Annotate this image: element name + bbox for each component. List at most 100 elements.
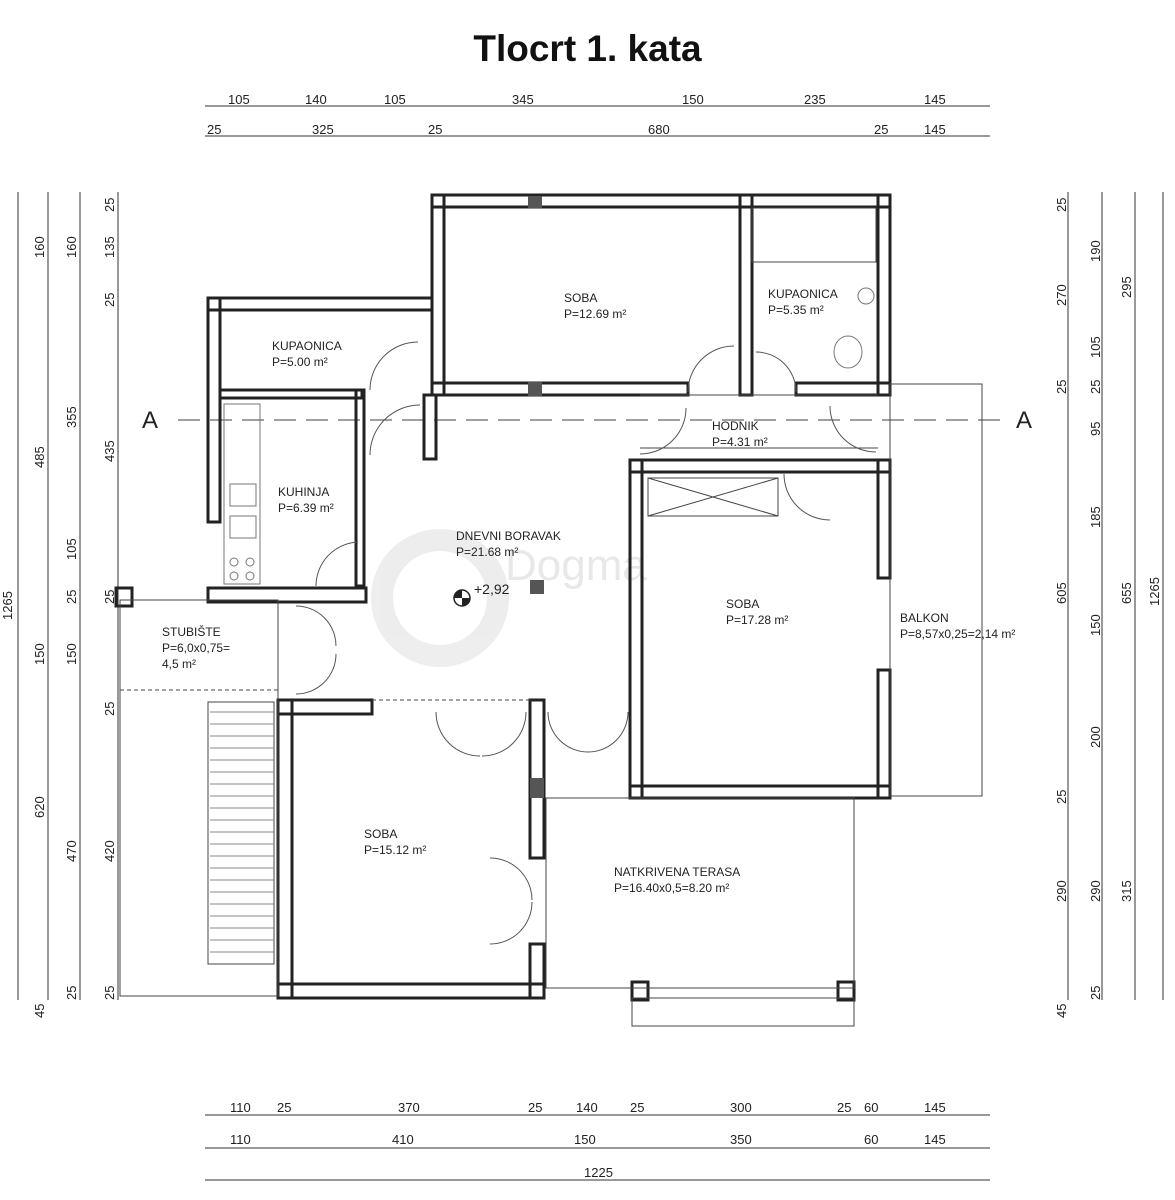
dim-bottom-1-g: 300 — [730, 1100, 752, 1115]
room-kupaonica-right-name: KUPAONICA — [768, 287, 838, 301]
section-mark-right: A — [1016, 407, 1032, 434]
room-dnevni-boravak-area: P=21.68 m² — [456, 545, 518, 559]
room-terasa-area: P=16.40x0,5=8.20 m² — [614, 881, 729, 895]
dim-bottom-1-f: 25 — [630, 1100, 644, 1115]
room-kupaonica-left-name: KUPAONICA — [272, 339, 342, 353]
dim-bottom-2-a: 110 — [230, 1132, 251, 1147]
room-terasa-name: NATKRIVENA TERASA — [614, 865, 740, 879]
room-stubiste-area-result: 4,5 m² — [162, 657, 196, 671]
room-soba-bottom-name: SOBA — [364, 827, 397, 841]
dim-left-2-c: 150 — [32, 643, 47, 665]
dim-top-1-a: 105 — [228, 92, 250, 107]
room-balkon-name: BALKON — [900, 611, 949, 625]
dim-left-3-b: 355 — [64, 406, 79, 428]
dim-left-2-b: 485 — [32, 446, 47, 468]
dim-left-4-h: 25 — [102, 986, 117, 1000]
dim-bottom-2-b: 410 — [392, 1132, 414, 1147]
dim-top-2-e: 25 — [874, 122, 888, 137]
kitchen-counter — [223, 403, 261, 585]
room-hodnik-area: P=4.31 m² — [712, 435, 768, 449]
watermark-text: Dogma — [505, 541, 647, 590]
dim-top-1-b: 140 — [305, 92, 327, 107]
dim-left-3-d: 25 — [64, 590, 79, 604]
dim-top-2-d: 680 — [648, 122, 670, 137]
dim-left-4-e: 25 — [102, 590, 117, 604]
dim-top-1-c: 105 — [384, 92, 406, 107]
dim-right-1-j: 290 — [1088, 880, 1103, 902]
room-soba-bottom-area: P=15.12 m² — [364, 843, 426, 857]
dim-top-2-c: 25 — [428, 122, 442, 137]
dim-right-2-d: 290 — [1054, 880, 1069, 902]
dim-left-4-f: 25 — [102, 702, 117, 716]
dim-right-1-f: 185 — [1088, 506, 1103, 528]
room-kuhinja-area: P=6.39 m² — [278, 501, 334, 515]
room-kupaonica-right-area: P=5.35 m² — [768, 303, 824, 317]
dim-left-4-c: 25 — [102, 293, 117, 307]
dim-right-1-g: 150 — [1088, 614, 1103, 636]
room-kupaonica-left-area: P=5.00 m² — [272, 355, 328, 369]
dim-right-1-b: 190 — [1088, 240, 1103, 262]
stair-treads — [210, 711, 274, 953]
dim-left-4-b: 135 — [102, 236, 117, 258]
room-stubiste-name: STUBIŠTE — [162, 624, 221, 639]
dim-top-2-f: 145 — [924, 122, 946, 137]
section-mark-left: A — [142, 407, 158, 434]
dim-top-1-e: 150 — [682, 92, 704, 107]
dim-bottom-1-b: 25 — [277, 1100, 291, 1115]
level-mark-text: +2,92 — [474, 581, 510, 597]
room-soba-right-name: SOBA — [726, 597, 759, 611]
dim-left-4-g: 420 — [102, 840, 117, 862]
dim-right-1-e: 95 — [1088, 422, 1103, 436]
dim-left-total: 1265 — [0, 591, 15, 620]
dim-right-2-b: 25 — [1054, 380, 1069, 394]
room-hodnik-name: HODNIK — [712, 419, 759, 433]
dim-left-2-e: 45 — [32, 1004, 47, 1018]
dim-right-1-i: 25 — [1054, 790, 1069, 804]
dim-right-3-a: 295 — [1119, 276, 1134, 298]
dim-right-3-b: 655 — [1119, 582, 1134, 604]
dim-left-3-e: 150 — [64, 643, 79, 665]
dim-left-2-d: 620 — [32, 796, 47, 818]
plan-title: Tlocrt 1. kata — [473, 28, 702, 69]
dim-bottom-total: 1225 — [584, 1165, 613, 1180]
thin-outlines — [119, 207, 983, 1027]
dim-bottom-2-e: 60 — [864, 1132, 878, 1147]
dim-right-1-h: 200 — [1088, 726, 1103, 748]
watermark-logo: Dogma — [371, 529, 647, 667]
dim-right-2-a: 270 — [1054, 284, 1069, 306]
room-soba-top-area: P=12.69 m² — [564, 307, 626, 321]
dim-right-3-c: 315 — [1119, 880, 1134, 902]
dim-bottom-1-c: 370 — [398, 1100, 420, 1115]
room-balkon-area: P=8,57x0,25=2,14 m² — [900, 627, 1015, 641]
dim-left-3-f: 470 — [64, 840, 79, 862]
bathroom-fixtures — [833, 287, 875, 369]
dim-right-2-e: 45 — [1054, 1004, 1069, 1018]
dim-top-2-a: 25 — [207, 122, 221, 137]
room-dnevni-boravak-name: DNEVNI BORAVAK — [456, 529, 561, 543]
level-mark-symbol — [453, 589, 471, 607]
dim-top-1-g: 145 — [924, 92, 946, 107]
dim-left-3-g: 25 — [64, 986, 79, 1000]
chimney-blocks — [528, 196, 544, 798]
dim-top-1-d: 345 — [512, 92, 534, 107]
dim-bottom-2-c: 150 — [574, 1132, 596, 1147]
room-stubiste-area: P=6,0x0,75= — [162, 641, 230, 655]
room-soba-right-area: P=17.28 m² — [726, 613, 788, 627]
dim-left-2-a: 160 — [32, 236, 47, 258]
dim-top-2-b: 325 — [312, 122, 334, 137]
dim-right-1-c: 105 — [1088, 336, 1103, 358]
room-kuhinja-name: KUHINJA — [278, 485, 329, 499]
dim-bottom-2-d: 350 — [730, 1132, 752, 1147]
dim-left-4-d: 435 — [102, 440, 117, 462]
dim-bottom-2-f: 145 — [924, 1132, 946, 1147]
dim-left-3-a: 160 — [64, 236, 79, 258]
dim-right-1-d: 25 — [1088, 380, 1103, 394]
dim-bottom-1-i: 60 — [864, 1100, 878, 1115]
dim-bottom-1-h: 25 — [837, 1100, 851, 1115]
top-dimension-lines — [17, 105, 1164, 1181]
dim-bottom-1-a: 110 — [230, 1100, 251, 1115]
dim-bottom-1-d: 25 — [528, 1100, 542, 1115]
door-swings — [295, 341, 877, 945]
dim-right-1-a: 25 — [1054, 198, 1069, 212]
